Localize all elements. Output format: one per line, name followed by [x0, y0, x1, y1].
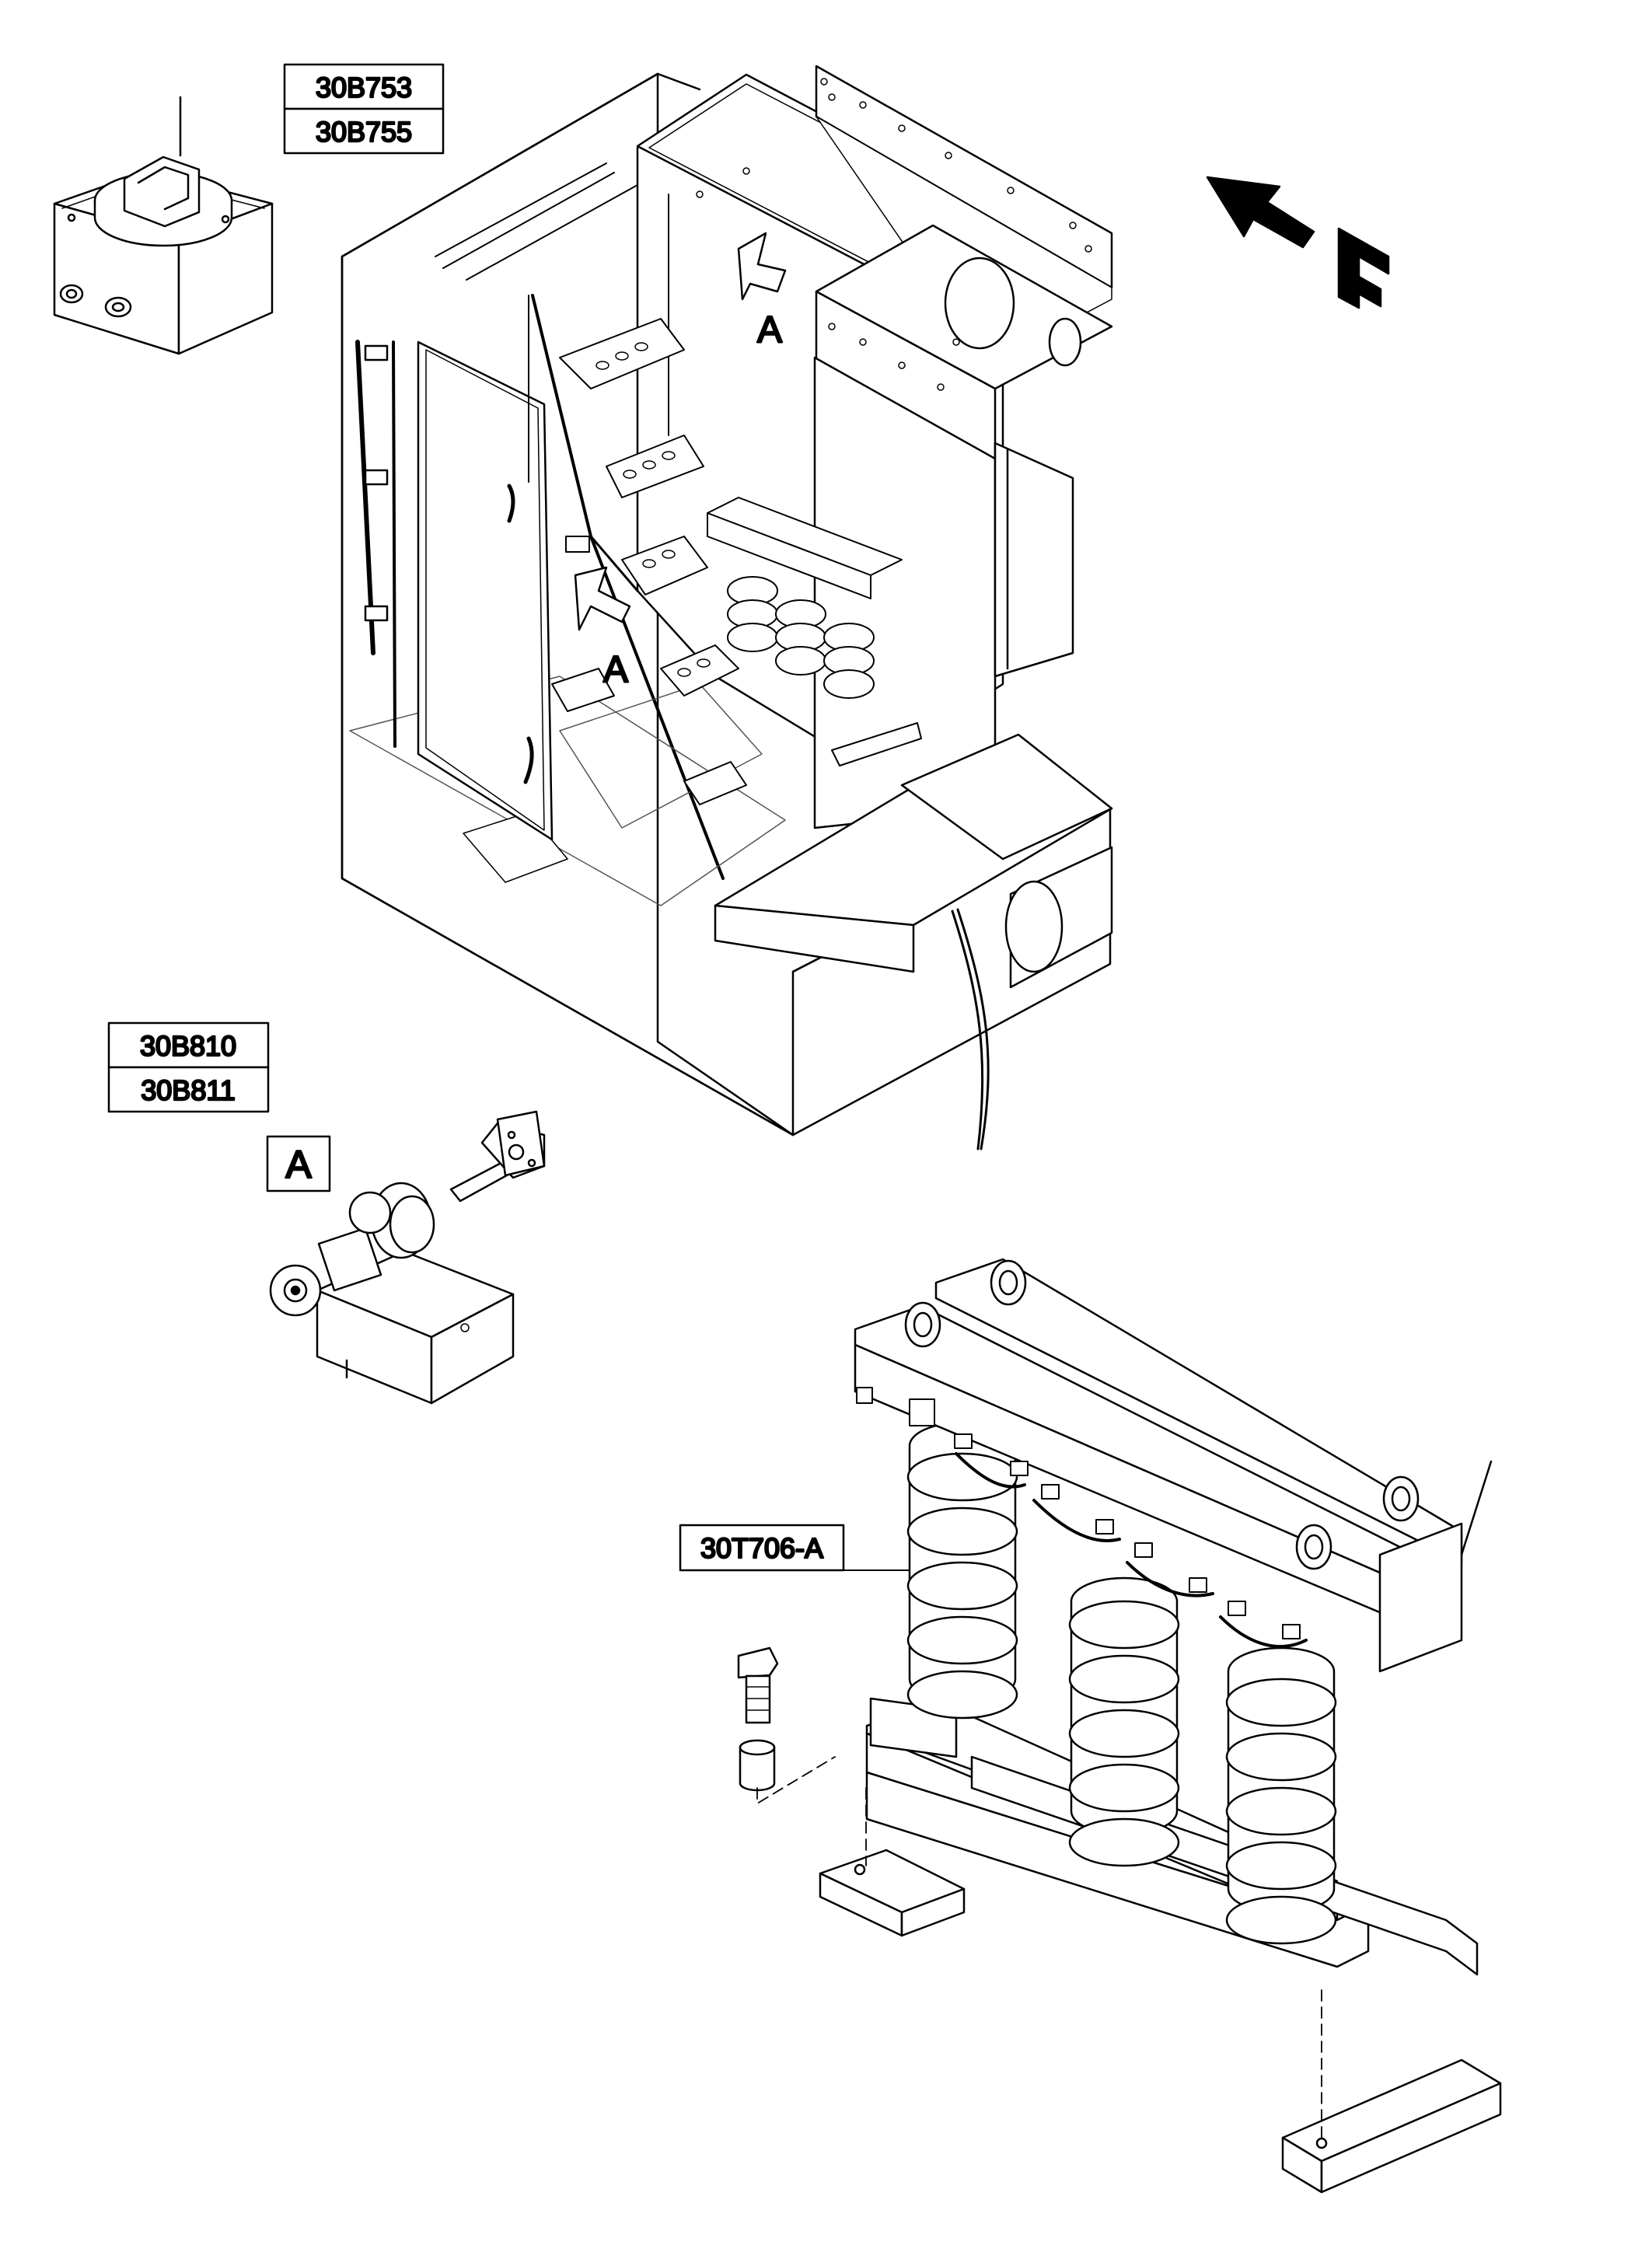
- switch-box-code-label: 30B753 30B755: [285, 65, 443, 153]
- cabinet-enclosure: [342, 66, 1112, 1149]
- view-arrow-upper: [739, 233, 785, 299]
- limit-switch-code-label: 30B810 30B811: [109, 1023, 268, 1112]
- transformer-code: 30T706-A: [700, 1532, 823, 1564]
- cabinet-door: [358, 342, 552, 840]
- transformer-terminals: [857, 1388, 1306, 1646]
- switch-code-2: 30B755: [316, 116, 412, 148]
- view-callout-upper: A: [757, 309, 782, 351]
- front-direction-arrow: [1207, 177, 1388, 308]
- coil-phase-2: [1070, 1578, 1179, 1866]
- three-phase-transformer: [739, 1259, 1500, 2192]
- detail-a-label: A: [285, 1143, 312, 1186]
- switch-code-1: 30B753: [316, 72, 412, 103]
- limit-switch-code-2: 30B811: [141, 1074, 235, 1106]
- mounting-bolt: [739, 1648, 1322, 2138]
- view-callout-lower: A: [603, 649, 628, 690]
- limit-switch: [271, 1112, 544, 1403]
- transformer-code-label: 30T706-A: [680, 1525, 843, 1570]
- detail-a-marker: A: [267, 1136, 330, 1191]
- cabinet-transformer: [707, 498, 921, 766]
- coil-phase-1: [908, 1423, 1017, 1718]
- interior-equipment-racks: [435, 163, 746, 805]
- rotary-switch-box: [54, 97, 272, 354]
- limit-switch-code-1: 30B810: [140, 1030, 236, 1062]
- view-arrow-lower: [575, 567, 630, 630]
- coil-phase-3: [1227, 1648, 1336, 1943]
